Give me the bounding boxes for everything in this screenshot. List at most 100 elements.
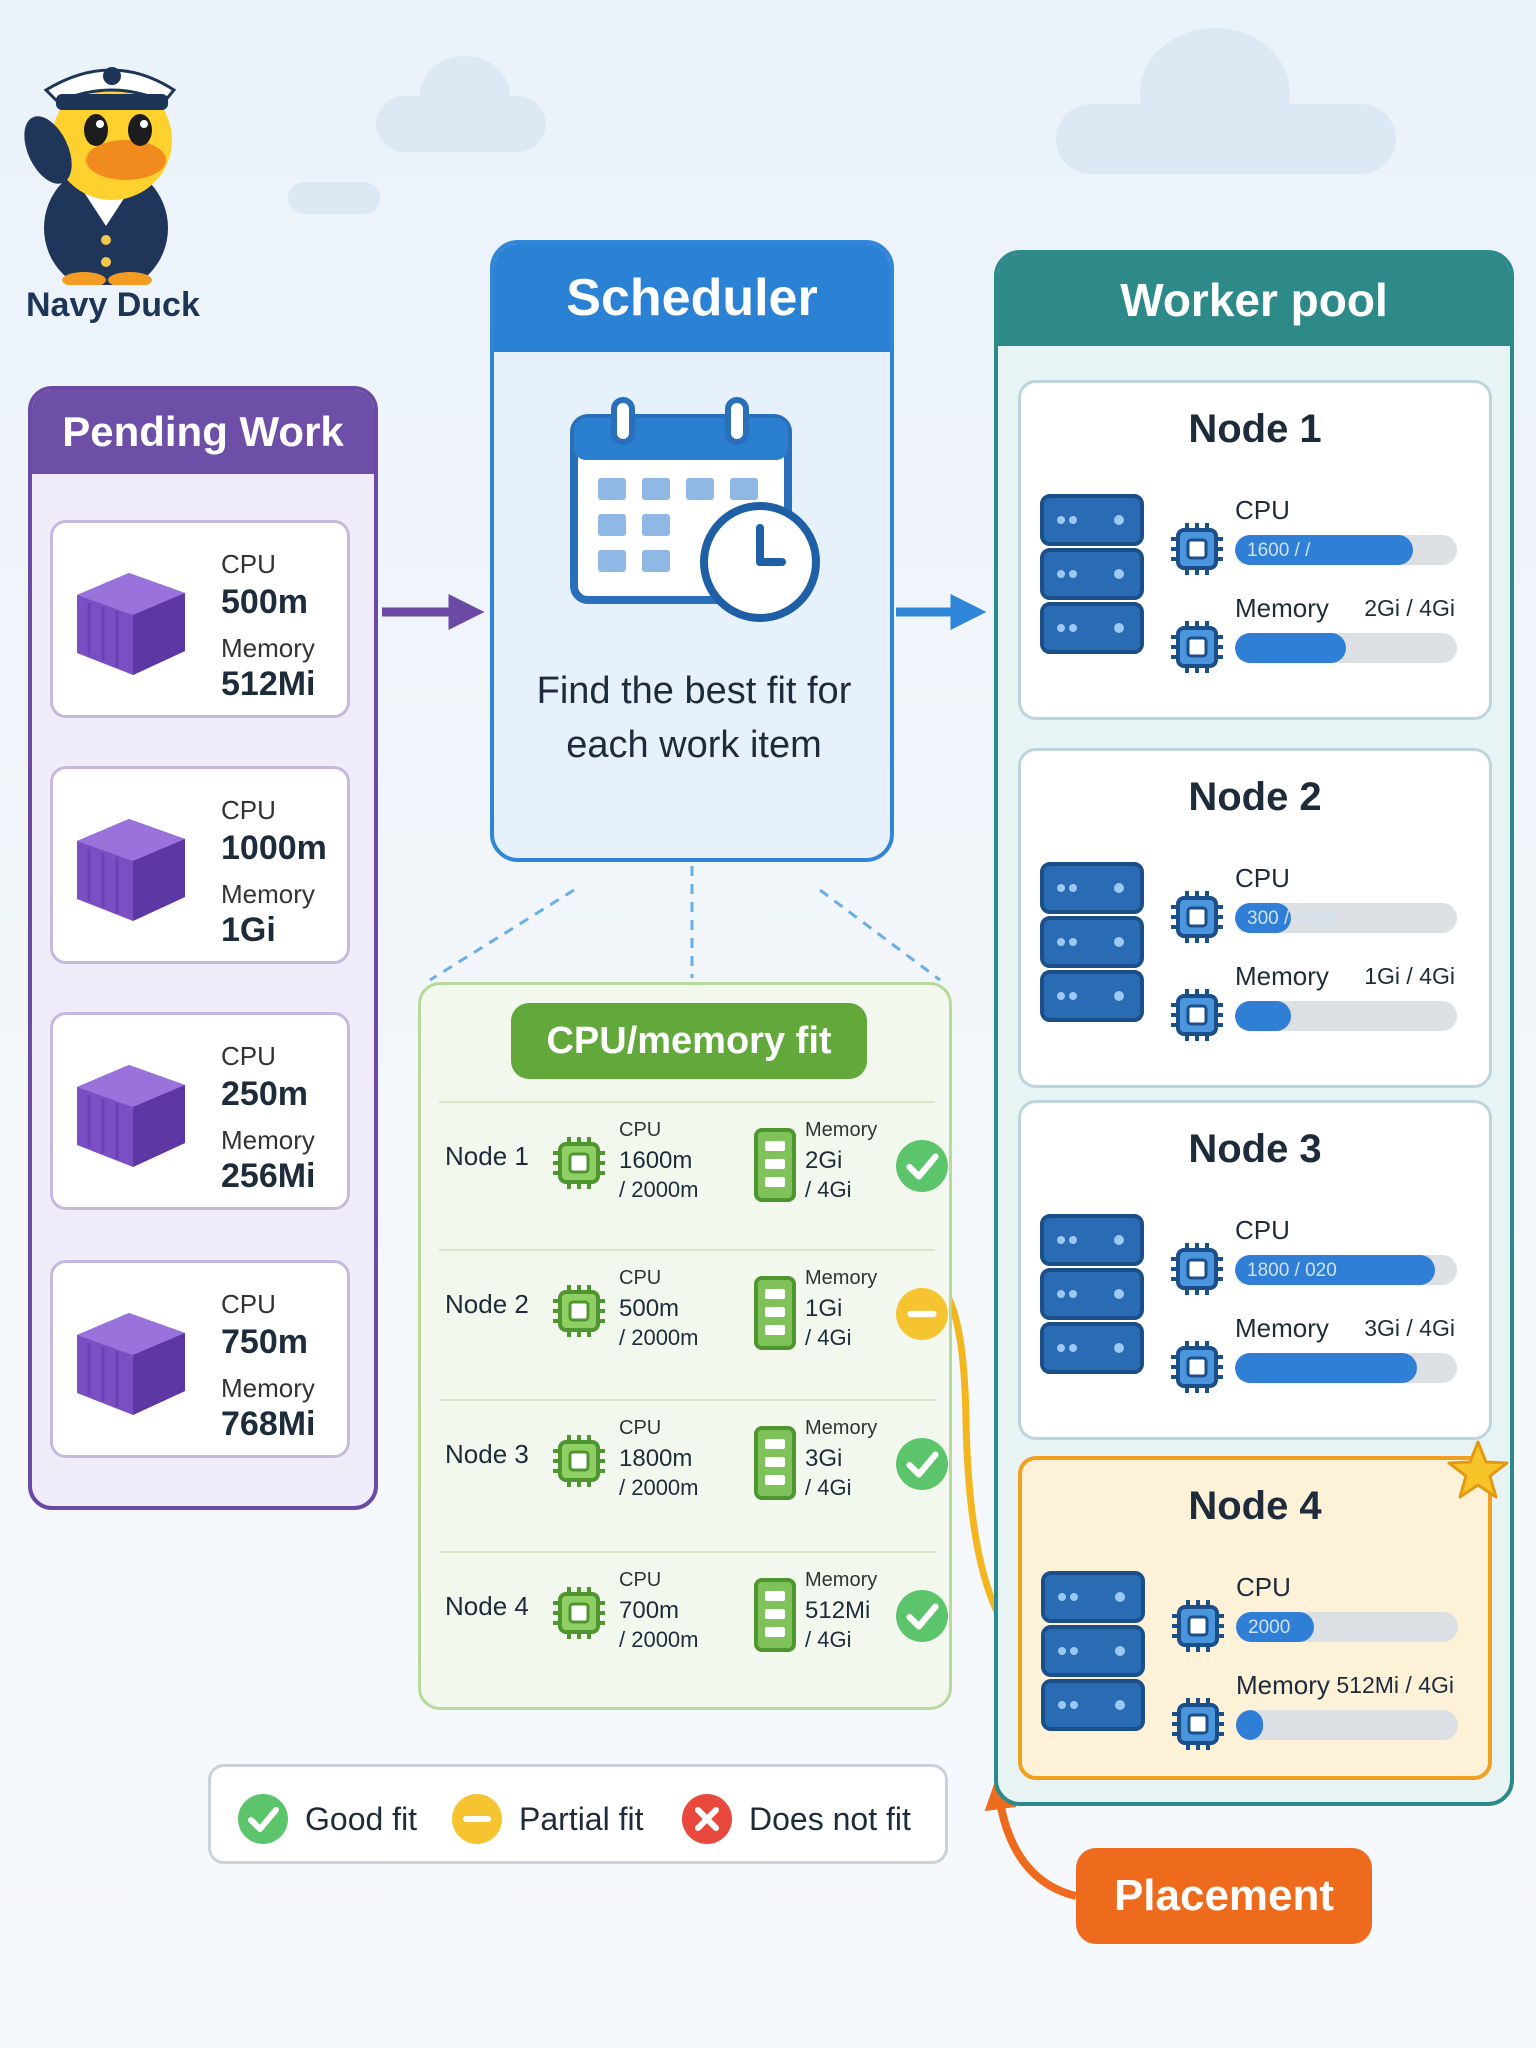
- node-card: Node 2 CPU 300 / 2200 Memory 1Gi / 4Gi: [1018, 748, 1492, 1088]
- cpu-usage-fill: [1236, 1612, 1314, 1642]
- node-cpu-label: CPU: [1235, 863, 1290, 893]
- work-mem-value: 768Mi: [221, 1405, 316, 1443]
- fit-node-name: Node 2: [445, 1289, 529, 1319]
- memory-usage-bar: [1236, 1710, 1458, 1740]
- cpu-usage-bar: 1600 / /: [1235, 535, 1457, 565]
- node-card: Node 1 CPU 1600 / / Memory 2Gi / 4Gi: [1018, 380, 1492, 720]
- cpu-usage-fill: [1235, 1255, 1435, 1285]
- work-item-card: CPU 500m Memory 512Mi: [50, 520, 350, 718]
- calendar-clock-icon: [570, 397, 820, 622]
- fit-mem-total: / 4Gi: [805, 1325, 852, 1350]
- fit-mem-label: Memory: [805, 1417, 878, 1439]
- partial-fit-icon: [452, 1794, 502, 1844]
- cpu-bar-text: 2000: [1248, 1617, 1291, 1638]
- node-title: Node 2: [1188, 775, 1322, 819]
- container-cube-icon: [69, 559, 193, 688]
- node-mem-label: Memory: [1235, 961, 1329, 991]
- memory-usage-fill: [1235, 1353, 1418, 1383]
- fit-status-icon: [895, 1287, 949, 1346]
- fit-status-icon: [895, 1139, 949, 1198]
- work-item-card: CPU 250m Memory 256Mi: [50, 1012, 350, 1210]
- node-cpu-label: CPU: [1235, 1215, 1290, 1245]
- container-cube-icon: [69, 1299, 193, 1428]
- scheduler-title: Scheduler: [494, 244, 890, 352]
- cpu-usage-fill: [1235, 535, 1413, 565]
- work-mem-label: Memory: [221, 1373, 315, 1403]
- navy-duck-mascot: [24, 67, 177, 285]
- legend-bad-label: Does not fit: [749, 1800, 911, 1837]
- memory-module-icon: [753, 1275, 797, 1356]
- fit-cpu-label: CPU: [619, 1267, 662, 1289]
- fit-cpu-used: 1800m: [619, 1445, 693, 1472]
- fit-mem-label: Memory: [805, 1119, 878, 1141]
- cpu-bar-text: 300 / 2200: [1247, 908, 1337, 929]
- server-icon: [1039, 861, 1145, 1032]
- memory-chip-icon: [1169, 1339, 1225, 1400]
- cpu-usage-fill: [1235, 903, 1291, 933]
- node-mem-value: 2Gi / 4Gi: [1364, 595, 1455, 621]
- cpu-chip-icon: [1169, 1241, 1225, 1302]
- container-cube-icon: [69, 805, 193, 934]
- does-not-fit-icon: [682, 1794, 732, 1844]
- work-mem-value: 1Gi: [221, 911, 276, 949]
- memory-usage-fill: [1236, 1710, 1263, 1740]
- cpu-chip-icon: [551, 1135, 607, 1196]
- fit-cpu-used: 700m: [619, 1597, 680, 1624]
- node-title: Node 4: [1188, 1484, 1322, 1528]
- scheduler-panel: Scheduler Find the best fit for each wor…: [490, 240, 894, 862]
- fit-mem-total: / 4Gi: [805, 1475, 852, 1500]
- memory-module-icon: [753, 1425, 797, 1506]
- server-icon: [1039, 1213, 1145, 1384]
- fit-mem-label: Memory: [805, 1569, 878, 1591]
- fit-cpu-label: CPU: [619, 1417, 662, 1439]
- fit-mem-total: / 4Gi: [805, 1177, 852, 1202]
- legend-good: Good fit: [237, 1793, 417, 1845]
- placement-label: Placement: [1076, 1848, 1372, 1944]
- good-fit-icon: [238, 1794, 288, 1844]
- fit-node-name: Node 4: [445, 1591, 529, 1621]
- work-cpu-label: CPU: [221, 549, 276, 579]
- node-cpu-label: CPU: [1236, 1572, 1291, 1602]
- memory-chip-icon: [1170, 1696, 1226, 1757]
- fit-cpu-total: / 2000m: [619, 1475, 699, 1500]
- work-cpu-label: CPU: [221, 795, 276, 825]
- fit-row: Node 4 CPU 700m / 2000m Memory 512Mi / 4…: [439, 1551, 948, 1701]
- fit-cpu-total: / 2000m: [619, 1177, 699, 1202]
- pending-work-title: Pending Work: [32, 390, 374, 474]
- work-item-card: CPU 1000m Memory 1Gi: [50, 766, 350, 964]
- row-divider: [439, 1249, 935, 1251]
- fit-row: Node 1 CPU 1600m / 2000m Memory 2Gi / 4G…: [439, 1101, 948, 1251]
- fit-mem-used: 512Mi: [805, 1597, 871, 1624]
- cpu-chip-icon: [551, 1283, 607, 1344]
- legend: Good fit Partial fit Does not fit: [208, 1764, 948, 1864]
- node-mem-value: 512Mi / 4Gi: [1336, 1672, 1454, 1698]
- work-cpu-value: 1000m: [221, 829, 327, 867]
- fit-node-name: Node 3: [445, 1439, 529, 1469]
- cloud-decoration: [288, 182, 380, 214]
- cpu-usage-bar: 1800 / 020: [1235, 1255, 1457, 1285]
- node-cpu-label: CPU: [1235, 495, 1290, 525]
- cloud-decoration: [1140, 28, 1290, 158]
- fit-row: Node 3 CPU 1800m / 2000m Memory 3Gi / 4G…: [439, 1399, 948, 1549]
- node-mem-label: Memory: [1235, 1313, 1329, 1343]
- cpu-chip-icon: [1169, 889, 1225, 950]
- fit-row: Node 2 CPU 500m / 2000m Memory 1Gi / 4Gi: [439, 1249, 948, 1399]
- cpu-chip-icon: [551, 1433, 607, 1494]
- node-mem-value: 3Gi / 4Gi: [1364, 1315, 1455, 1341]
- fit-mem-label: Memory: [805, 1267, 878, 1289]
- mascot-name: Navy Duck: [26, 286, 200, 324]
- cpu-chip-icon: [551, 1585, 607, 1646]
- work-cpu-value: 750m: [221, 1323, 308, 1361]
- fit-cpu-total: / 2000m: [619, 1627, 699, 1652]
- fit-cpu-label: CPU: [619, 1119, 662, 1141]
- cpu-bar-text: 1600 / /: [1247, 540, 1311, 561]
- node-card: Node 4 CPU 2000 Memory 512Mi / 4Gi: [1018, 1440, 1509, 1780]
- node-mem-label: Memory: [1236, 1670, 1330, 1700]
- work-cpu-value: 250m: [221, 1075, 308, 1113]
- scheduler-description: Find the best fit for each work item: [536, 670, 852, 766]
- node-mem-label: Memory: [1235, 593, 1329, 623]
- row-divider: [439, 1101, 935, 1103]
- fit-cpu-used: 500m: [619, 1295, 680, 1322]
- work-mem-value: 256Mi: [221, 1157, 316, 1195]
- memory-module-icon: [753, 1577, 797, 1658]
